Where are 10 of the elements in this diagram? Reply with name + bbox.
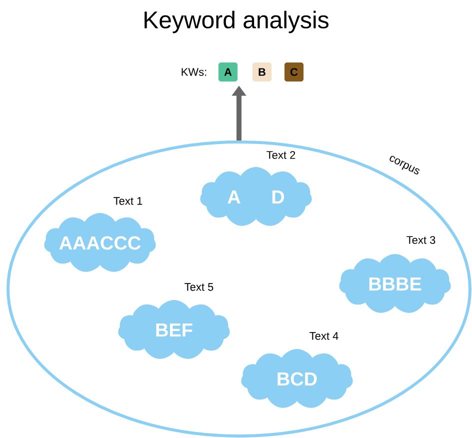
node-label: Text 3	[406, 236, 436, 244]
keyword-box: C	[284, 62, 304, 82]
node-label: Text 4	[310, 332, 338, 340]
keywords-label: KWs:	[182, 68, 206, 76]
keyword-box: B	[252, 62, 272, 82]
node-label: Text 5	[184, 283, 214, 291]
node-label: Text 1	[114, 197, 142, 205]
node-label: Text 2	[266, 151, 296, 159]
title: Keyword analysis	[144, 10, 328, 34]
keyword-box: A	[218, 62, 238, 82]
